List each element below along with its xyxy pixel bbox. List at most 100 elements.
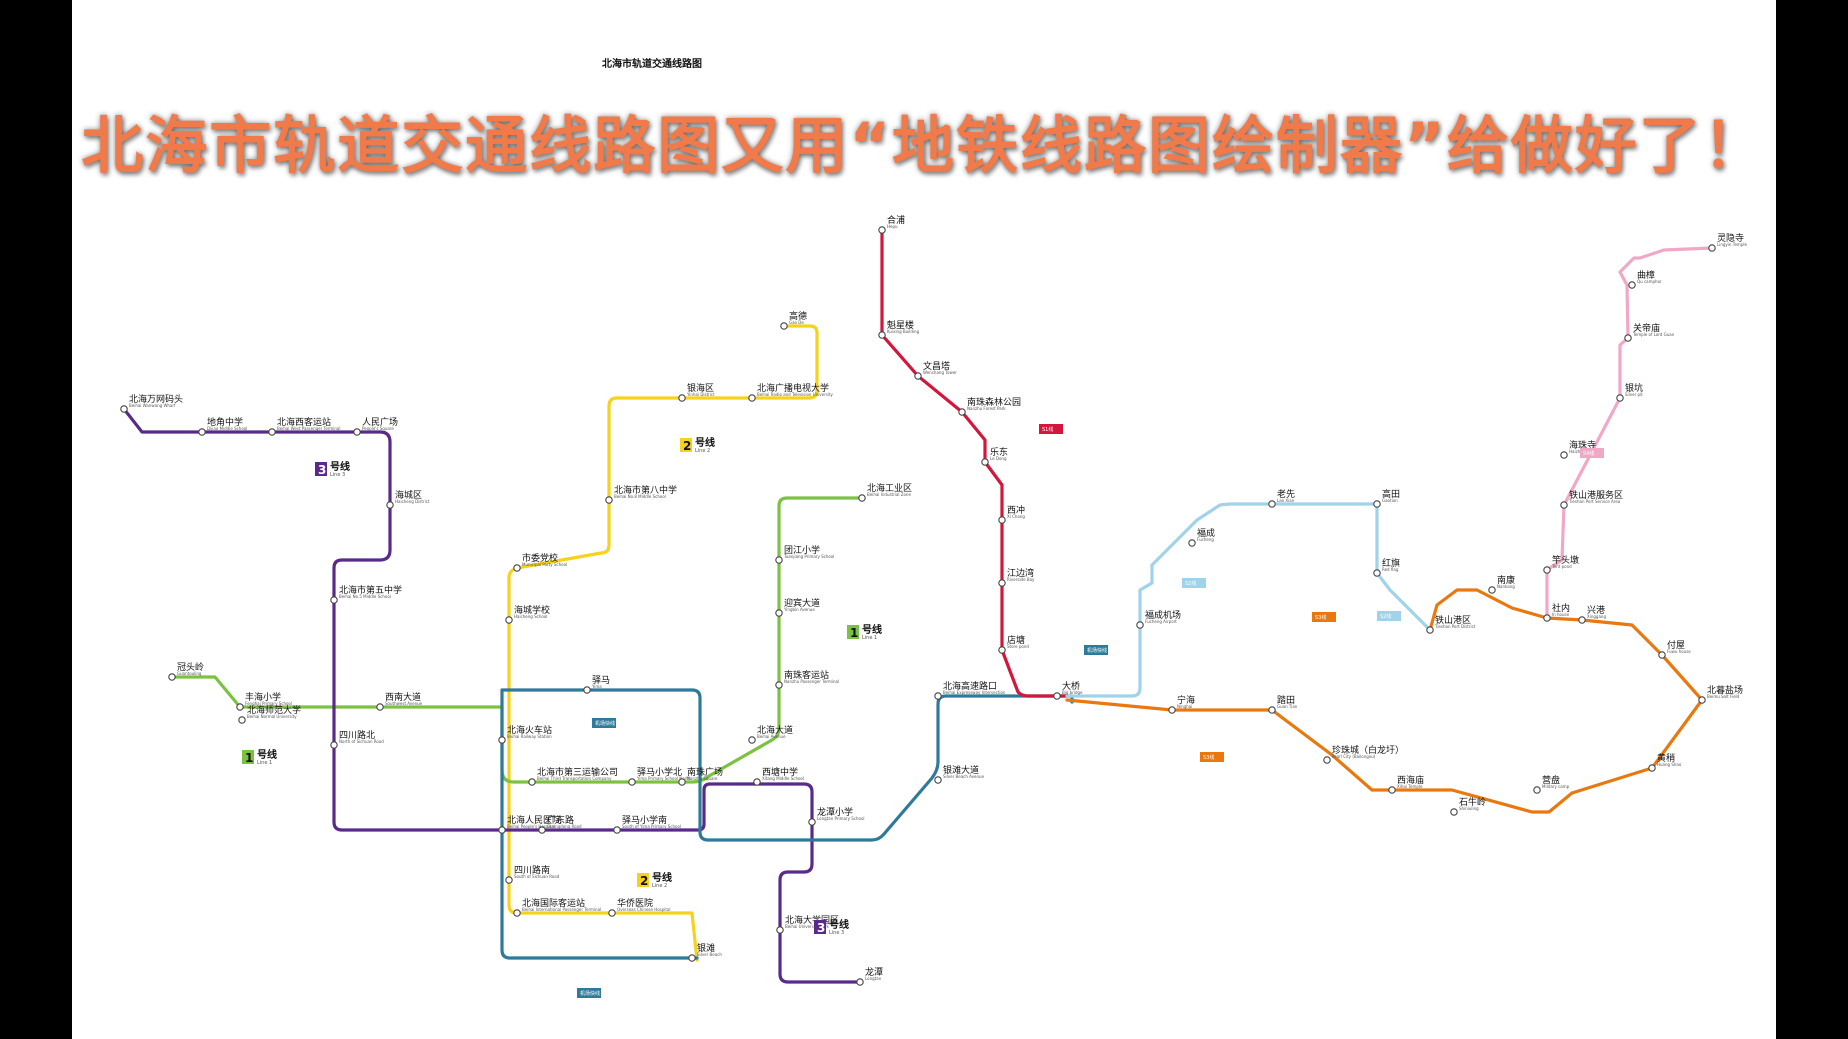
station-dot[interactable]: [878, 331, 886, 339]
station-57[interactable]: 珍珠城（白龙圩）Pearl City (Bailongxu): [1323, 744, 1404, 764]
station-dot[interactable]: [330, 596, 338, 604]
station-dot[interactable]: [613, 826, 621, 834]
station-dot[interactable]: [1624, 334, 1632, 342]
station-dot[interactable]: [998, 579, 1006, 587]
station-dot[interactable]: [1560, 501, 1568, 509]
station-dot[interactable]: [1168, 706, 1176, 714]
station-dot[interactable]: [1648, 764, 1656, 772]
station-dot[interactable]: [538, 826, 546, 834]
station-dot[interactable]: [1708, 244, 1716, 252]
station-dot[interactable]: [776, 926, 784, 934]
station-dot[interactable]: [775, 609, 783, 617]
station-dot[interactable]: [1533, 786, 1541, 794]
station-dot[interactable]: [1136, 621, 1144, 629]
station-dot[interactable]: [981, 458, 989, 466]
station-dot[interactable]: [1268, 500, 1276, 508]
station-dot[interactable]: [858, 494, 866, 502]
station-dot[interactable]: [748, 394, 756, 402]
station-dot[interactable]: [775, 681, 783, 689]
line2-path[interactable]: [507, 324, 819, 962]
station-dot[interactable]: [775, 556, 783, 564]
station-dot[interactable]: [238, 716, 246, 724]
station-dot[interactable]: [748, 736, 756, 744]
station-dot[interactable]: [528, 778, 536, 786]
station-dot[interactable]: [1578, 616, 1586, 624]
station-dot[interactable]: [1373, 500, 1381, 508]
s2-path[interactable]: [1065, 502, 1432, 698]
station-dot[interactable]: [934, 692, 942, 700]
station-dot[interactable]: [498, 826, 506, 834]
station-dot[interactable]: [1268, 706, 1276, 714]
station-dot[interactable]: [1658, 651, 1666, 659]
station-dot[interactable]: [1450, 808, 1458, 816]
station-dot[interactable]: [513, 909, 521, 917]
s3-path[interactable]: [1065, 588, 1704, 814]
station-dot[interactable]: [1698, 696, 1706, 704]
station-dot[interactable]: [753, 778, 761, 786]
station-dot[interactable]: [1560, 451, 1568, 459]
station-dot[interactable]: [914, 372, 922, 380]
s1-path[interactable]: [880, 228, 1069, 698]
station-dot[interactable]: [498, 736, 506, 744]
station-dot[interactable]: [583, 686, 591, 694]
station-dot[interactable]: [856, 978, 864, 986]
station-dot[interactable]: [1188, 539, 1196, 547]
station-dot[interactable]: [268, 428, 276, 436]
station-dot[interactable]: [958, 408, 966, 416]
station-dot[interactable]: [1388, 786, 1396, 794]
station-dot[interactable]: [236, 703, 244, 711]
station-dot[interactable]: [780, 322, 788, 330]
station-dot[interactable]: [605, 496, 613, 504]
station-dot[interactable]: [1053, 692, 1061, 700]
station-dot[interactable]: [353, 428, 361, 436]
